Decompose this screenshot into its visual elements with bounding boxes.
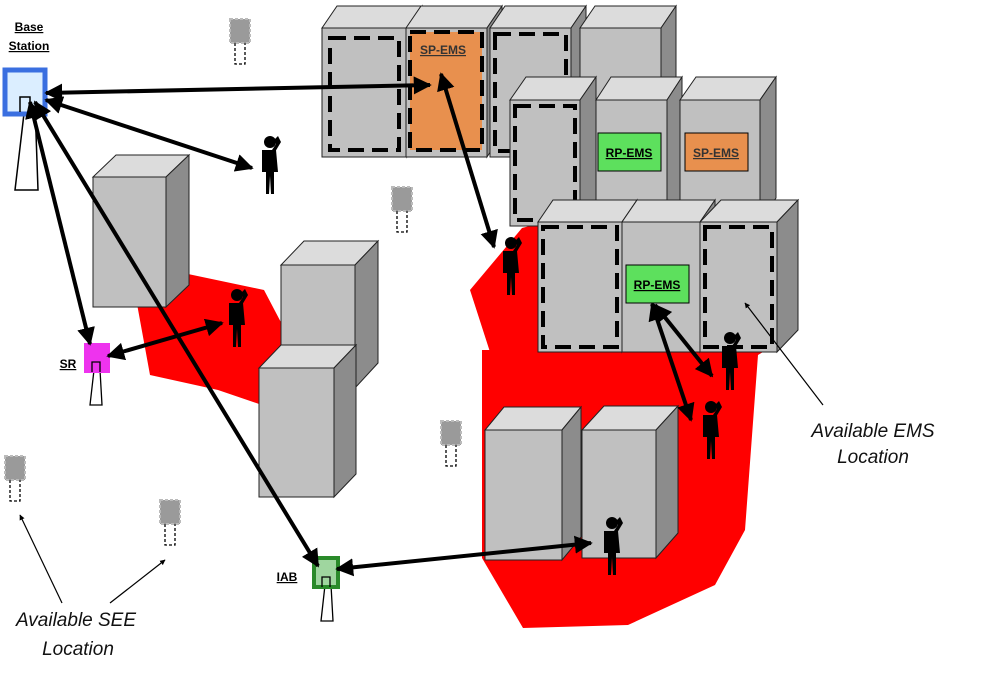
sr-node: SR bbox=[60, 343, 110, 406]
building-low-3 bbox=[698, 198, 800, 354]
link-rpems-user-2 bbox=[648, 302, 695, 422]
link-bs-sr bbox=[25, 100, 95, 346]
available-ems-label-line2: Location bbox=[837, 447, 909, 468]
building-bottom-1 bbox=[483, 405, 583, 562]
see-spot bbox=[440, 420, 462, 467]
iab-label: IAB bbox=[277, 570, 298, 584]
see-callout-pointer-2 bbox=[109, 559, 166, 604]
rp-ems-box-bottom bbox=[625, 264, 690, 304]
link-iab-user bbox=[335, 535, 593, 577]
rp-ems-box-right bbox=[597, 132, 662, 172]
building-left-tall bbox=[91, 153, 191, 309]
see-callout-pointer-1 bbox=[19, 514, 63, 604]
available-see-label-line1: Available SEE bbox=[15, 610, 136, 631]
rp-ems-label-right: RP-EMS bbox=[606, 146, 653, 160]
person-icon bbox=[262, 136, 281, 194]
sp-ems-label-top: SP-EMS bbox=[420, 43, 466, 57]
link-bs-spems bbox=[44, 76, 432, 102]
sr-label: SR bbox=[60, 357, 77, 371]
link-spems-user bbox=[437, 72, 498, 249]
iab-node: IAB bbox=[277, 556, 340, 622]
building-top-2 bbox=[405, 4, 503, 159]
sp-ems-box-right bbox=[684, 132, 749, 172]
see-spot bbox=[229, 18, 251, 65]
base-station-label-line2: Station bbox=[9, 39, 50, 53]
available-see-label-line2: Location bbox=[42, 639, 114, 660]
see-spot bbox=[391, 186, 413, 233]
building-bottom-2 bbox=[580, 404, 680, 560]
building-center-2 bbox=[257, 343, 358, 499]
see-spot bbox=[4, 455, 26, 502]
ems-boxes: SP-EMS RP-EMS SP-EMS RP-EMS bbox=[420, 43, 749, 304]
callouts bbox=[19, 302, 824, 604]
link-sr-user bbox=[106, 318, 224, 361]
sp-ems-label-right: SP-EMS bbox=[693, 146, 739, 160]
rp-ems-label-bottom: RP-EMS bbox=[634, 278, 681, 292]
see-spot bbox=[159, 499, 181, 546]
base-station: Base Station bbox=[2, 20, 50, 191]
links bbox=[25, 72, 714, 577]
available-ems-label-line1: Available EMS bbox=[810, 421, 935, 442]
base-station-label-line1: Base bbox=[15, 20, 44, 34]
ems-callout-pointer bbox=[744, 302, 824, 406]
